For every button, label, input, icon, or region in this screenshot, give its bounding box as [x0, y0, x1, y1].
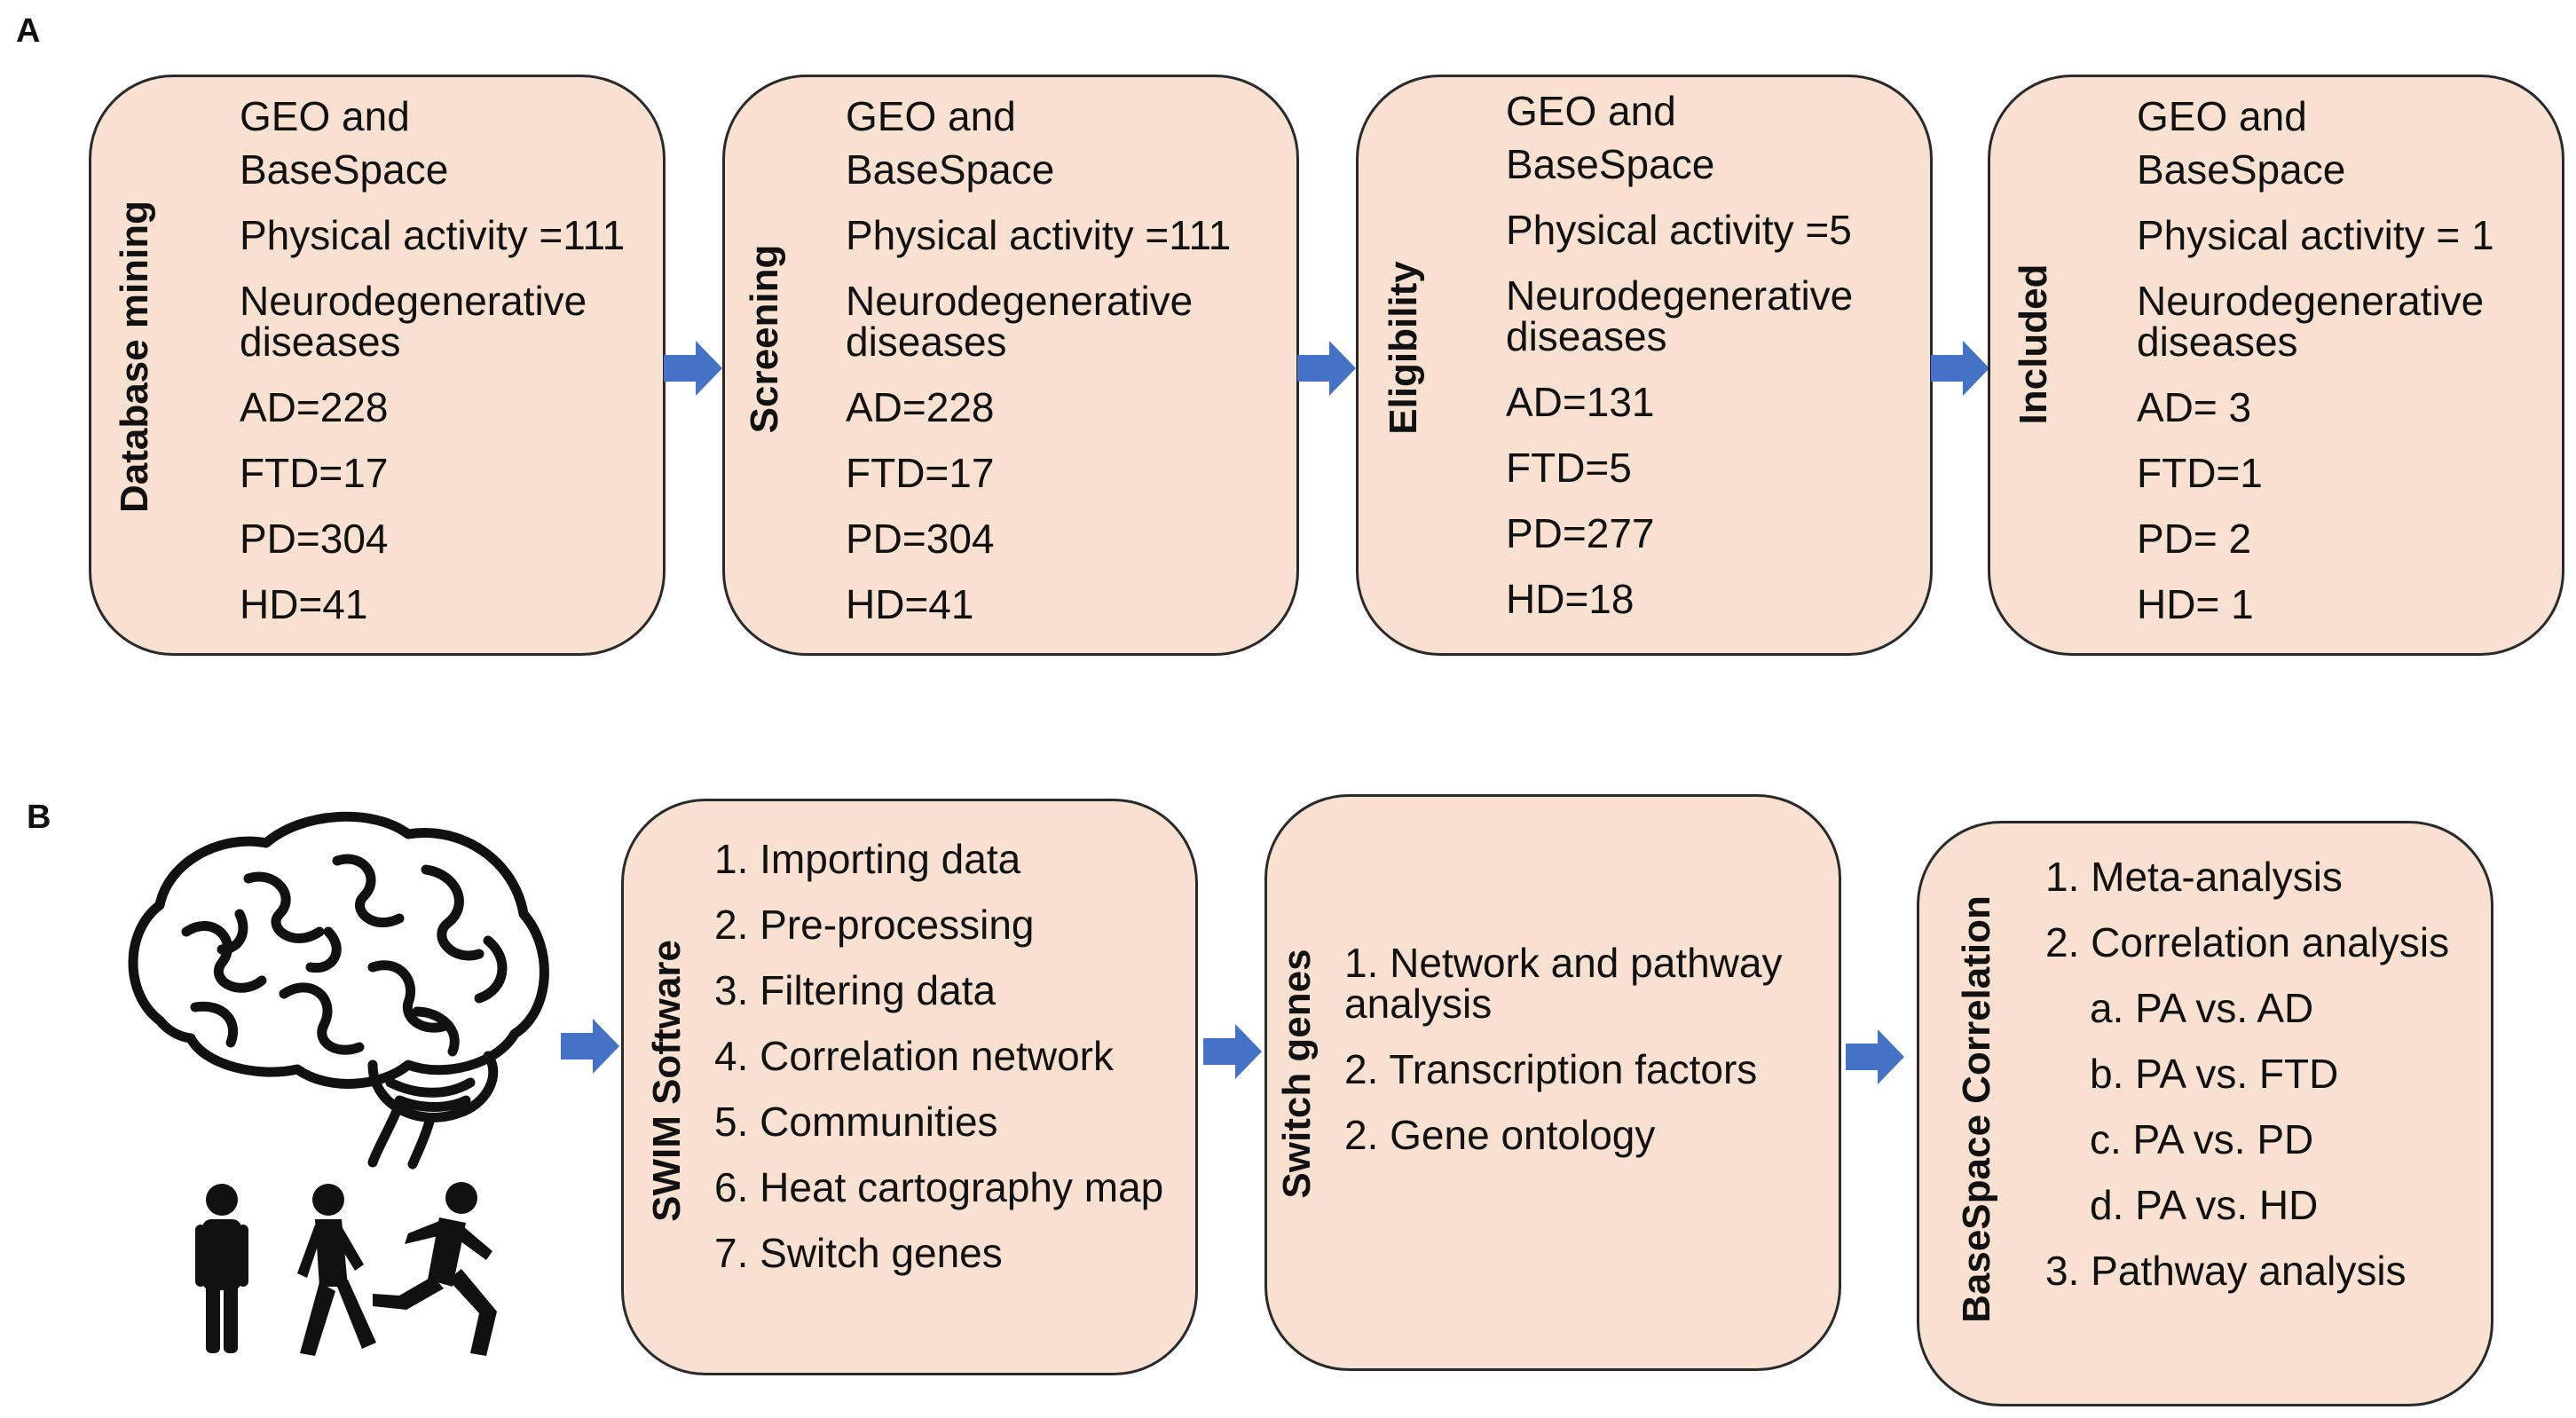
ad-count: AD=228 — [846, 384, 995, 430]
eligibility-title: Eligibility — [1382, 261, 1425, 435]
list-item: 3. Filtering data — [714, 967, 997, 1013]
list-item: b. PA vs. FTD — [2090, 1051, 2339, 1097]
physical-activity-count: Physical activity =111 — [240, 212, 626, 258]
screening-content: GEO and BaseSpace Physical activity =111… — [846, 96, 1231, 625]
neuro-line-1: Neurodegenerative — [1506, 272, 1854, 319]
list-item: 6. Heat cartography map — [714, 1164, 1164, 1210]
physical-activity-count: Physical activity =5 — [1506, 207, 1852, 253]
list-item: a. PA vs. AD — [2090, 985, 2314, 1031]
arrow-right-icon — [1297, 341, 1356, 396]
swim-steps-list: 1. Importing data 2. Pre-processing 3. F… — [714, 839, 1163, 1298]
arrow-right-icon — [1846, 1029, 1904, 1084]
hd-count: HD=41 — [846, 581, 974, 627]
brain-icon — [128, 811, 549, 1170]
panel-label-b: B — [27, 799, 51, 836]
neuro-line-2: diseases — [2137, 319, 2298, 365]
basespace-correlation-title: BaseSpace Correlation — [1955, 895, 1998, 1323]
running-person-icon — [373, 1182, 497, 1356]
list-item: 2. Pre-processing — [714, 902, 1035, 948]
list-item: 4. Correlation network — [714, 1033, 1114, 1079]
source-line-1: GEO and — [2137, 93, 2307, 139]
list-item: c. PA vs. PD — [2090, 1116, 2314, 1162]
walking-person-icon — [297, 1184, 376, 1356]
panel-label-a: A — [16, 12, 41, 50]
physical-activity-count: Physical activity =111 — [846, 212, 1232, 258]
list-item: 1. Network and pathway — [1344, 940, 1783, 986]
list-item: d. PA vs. HD — [2090, 1182, 2319, 1228]
pd-count: PD= 2 — [2137, 516, 2252, 562]
source-line-2: BaseSpace — [240, 146, 449, 193]
list-item: 2. Transcription factors — [1344, 1046, 1758, 1092]
swim-software-title: SWIM Software — [645, 940, 689, 1222]
ad-count: AD=228 — [240, 384, 389, 430]
ad-count: AD= 3 — [2137, 384, 2252, 430]
standing-person-icon — [195, 1184, 248, 1353]
list-item: 1. Meta-analysis — [2045, 854, 2343, 900]
arrow-right-icon — [664, 341, 722, 396]
screening-box — [722, 75, 1299, 656]
included-title: Included — [2012, 264, 2055, 425]
source-line-1: GEO and — [846, 93, 1016, 139]
ftd-count: FTD=17 — [240, 450, 389, 496]
pd-count: PD=304 — [846, 516, 995, 562]
switch-genes-title: Switch genes — [1275, 949, 1319, 1199]
arrow-right-icon — [1931, 341, 1989, 396]
pd-count: PD=277 — [1506, 510, 1655, 556]
arrow-right-icon — [1203, 1024, 1262, 1079]
eligibility-content: GEO and BaseSpace Physical activity =5 N… — [1506, 91, 1853, 619]
database-mining-title: Database mining — [113, 200, 156, 514]
hd-count: HD=18 — [1506, 576, 1635, 622]
arrow-right-icon — [561, 1019, 619, 1074]
switch-genes-box — [1264, 794, 1841, 1371]
neuro-line-2: diseases — [240, 319, 401, 365]
swim-software-box — [621, 799, 1198, 1375]
source-line-1: GEO and — [240, 93, 410, 139]
basespace-steps-list: 1. Meta-analysis 2. Correlation analysis… — [2045, 856, 2449, 1316]
source-line-1: GEO and — [1506, 88, 1676, 134]
neuro-line-1: Neurodegenerative — [2137, 278, 2485, 324]
included-box — [1988, 75, 2564, 656]
switch-genes-list: 1. Network and pathway analysis 2. Trans… — [1344, 942, 1783, 1155]
list-item: 3. Pathway analysis — [2045, 1248, 2407, 1294]
eligibility-box — [1356, 75, 1933, 656]
source-line-2: BaseSpace — [2137, 146, 2346, 193]
ftd-count: FTD=1 — [2137, 450, 2263, 496]
list-item-continued: analysis — [1344, 981, 1493, 1027]
ftd-count: FTD=17 — [846, 450, 995, 496]
pd-count: PD=304 — [240, 516, 389, 562]
basespace-correlation-box — [1917, 821, 2493, 1406]
list-item: 2. Gene ontology — [1344, 1112, 1656, 1158]
screening-title: Screening — [743, 244, 786, 434]
database-mining-box — [89, 75, 666, 656]
ad-count: AD=131 — [1506, 379, 1655, 425]
list-item: 7. Switch genes — [714, 1230, 1003, 1276]
people-activity-icons — [195, 1182, 497, 1356]
neuro-line-2: diseases — [1506, 313, 1667, 359]
source-line-2: BaseSpace — [846, 146, 1055, 193]
source-line-2: BaseSpace — [1506, 141, 1715, 187]
physical-activity-count: Physical activity = 1 — [2137, 212, 2494, 258]
list-item: 5. Communities — [714, 1099, 998, 1145]
list-item: 1. Importing data — [714, 836, 1021, 882]
list-item: 2. Correlation analysis — [2045, 919, 2450, 965]
neuro-line-2: diseases — [846, 319, 1007, 365]
database-mining-content: GEO and BaseSpace Physical activity =111… — [240, 96, 625, 625]
hd-count: HD= 1 — [2137, 581, 2254, 627]
hd-count: HD=41 — [240, 581, 368, 627]
ftd-count: FTD=5 — [1506, 445, 1632, 491]
neuro-line-1: Neurodegenerative — [846, 278, 1193, 324]
neuro-line-1: Neurodegenerative — [240, 278, 587, 324]
included-content: GEO and BaseSpace Physical activity = 1 … — [2137, 96, 2494, 625]
